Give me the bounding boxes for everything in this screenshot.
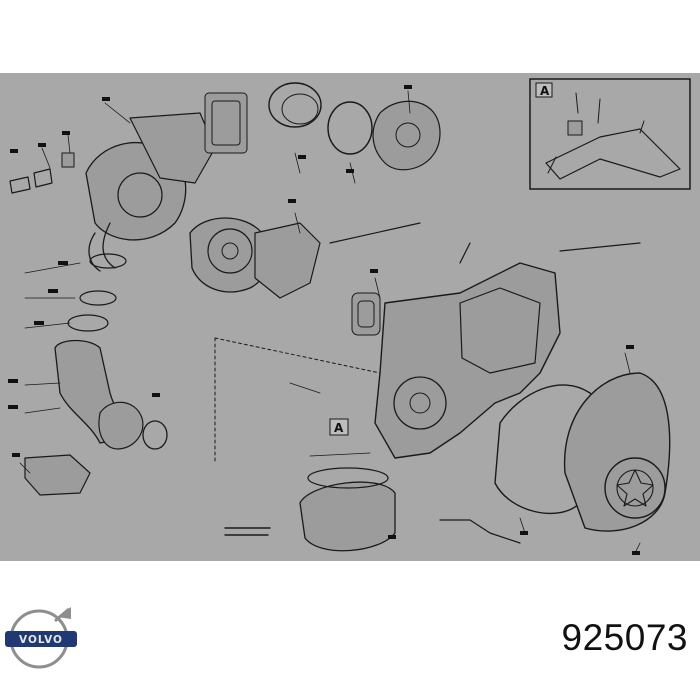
gasket-plate (204, 92, 248, 154)
leader-dashed (214, 337, 381, 464)
upper-cover (129, 112, 216, 184)
pump-cover (372, 100, 441, 171)
reference-marks (8, 85, 640, 555)
sensor-plug (61, 152, 75, 168)
sensor-left (9, 168, 53, 194)
inset-label-box (535, 82, 553, 98)
part-number: 925073 (561, 617, 688, 658)
hose-clamp-3 (67, 314, 109, 332)
diagram-drawing: A (8, 78, 691, 555)
pump-body-right (563, 372, 671, 532)
o-ring-large (268, 82, 322, 128)
pipe-flange (98, 401, 144, 450)
pump-housing (254, 222, 321, 299)
volvo-logo: VOLVO (5, 603, 77, 673)
inset-bracket (545, 128, 681, 180)
outlet-pipe (24, 454, 91, 496)
inset-part (567, 120, 583, 136)
filter-seal (307, 467, 389, 489)
pulley-star (616, 469, 654, 507)
o-ring-medium (327, 101, 373, 155)
bottom-bracket (439, 519, 521, 544)
pulley (604, 457, 666, 519)
fastener-lines (329, 222, 641, 264)
logo-text: VOLVO (19, 634, 63, 646)
inset-frame (529, 78, 691, 190)
bottom-bars (224, 527, 271, 536)
flange-o-ring (142, 420, 168, 450)
cover-plate (459, 287, 541, 374)
hose-upper (88, 222, 116, 272)
exploded-parts-diagram: A (0, 73, 700, 561)
hose-clamp-2 (79, 290, 117, 306)
filter-housing (299, 481, 396, 552)
callout-label: A (334, 421, 344, 435)
inset-label: A (540, 84, 550, 98)
callout-box (329, 418, 349, 436)
hose-clamp-1 (89, 253, 127, 269)
small-cover (351, 292, 381, 336)
volvo-emblem-icon: VOLVO (5, 607, 77, 669)
